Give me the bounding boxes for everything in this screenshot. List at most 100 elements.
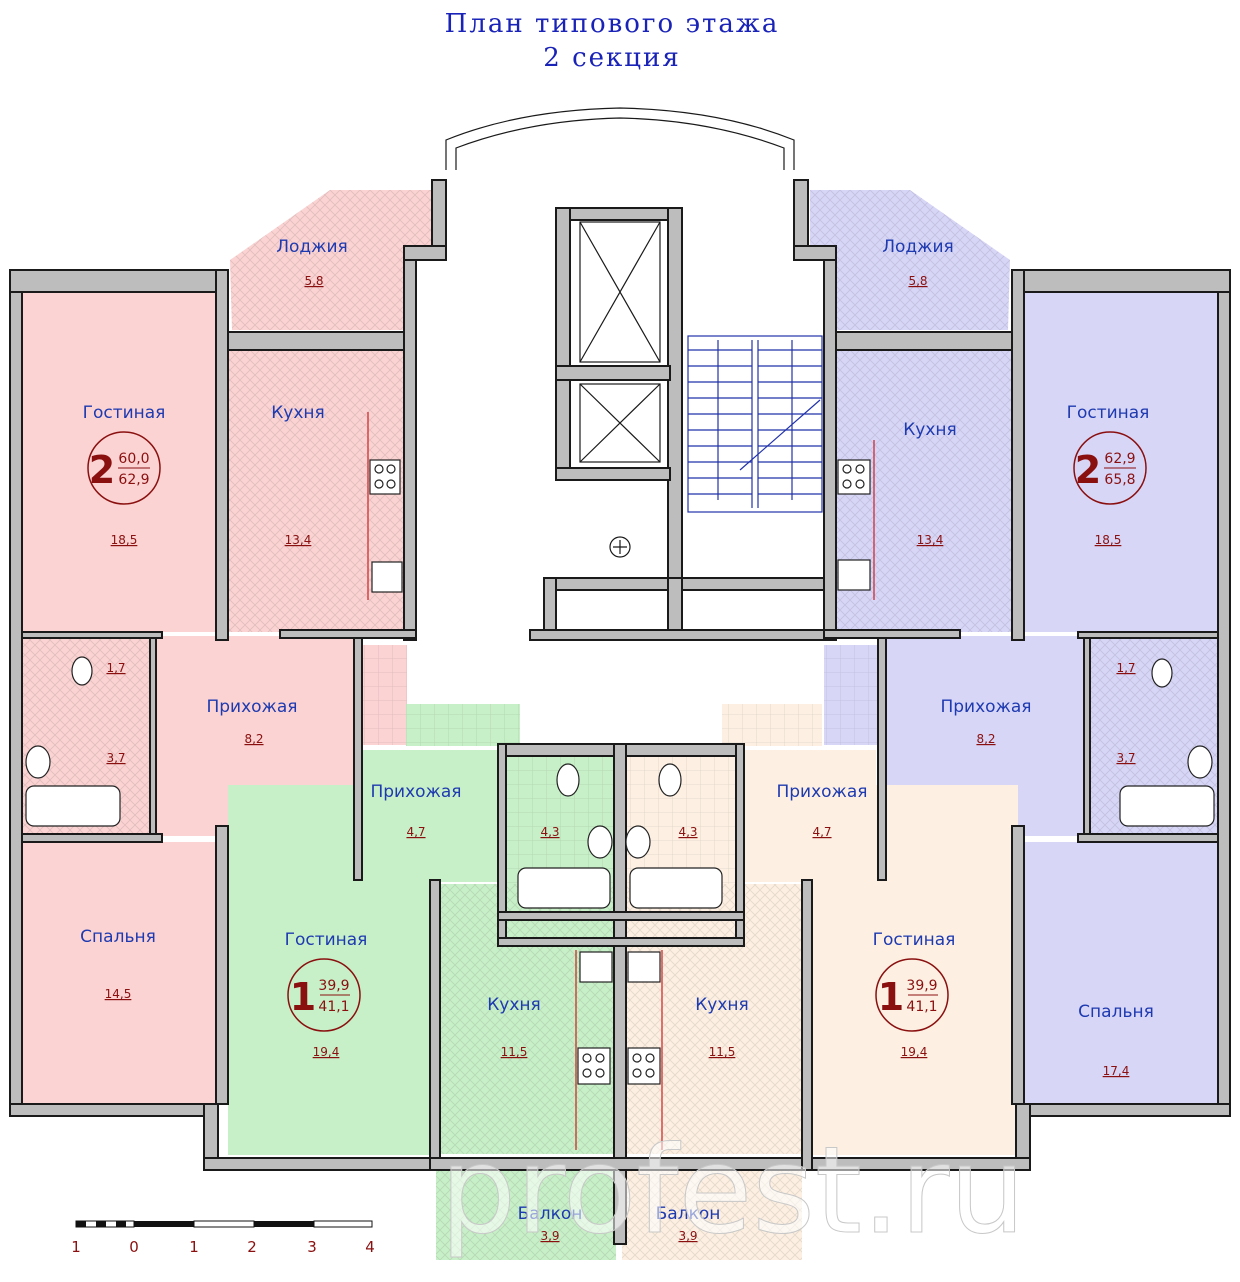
grid-corridor-1r [722, 704, 822, 746]
basin-1l-icon [587, 825, 613, 859]
area-hall-2l: 8,2 [244, 732, 263, 746]
chute-plus-icon [613, 540, 627, 554]
area-balcony-1l: 3,9 [540, 1229, 559, 1243]
hatch-kitchen-1r [626, 884, 802, 1154]
elevator-2-cross [579, 383, 661, 463]
area-living-2r: 18,5 [1095, 533, 1122, 547]
scale-label-1: 0 [129, 1238, 139, 1256]
wall-hall-1r-right [877, 637, 887, 881]
area-loggia-right: 5,8 [908, 274, 927, 288]
fill-living-2r [1024, 292, 1218, 632]
area-kitchen-2l: 13,4 [285, 533, 312, 547]
scale-label-4: 3 [307, 1238, 317, 1256]
wall-bath-bottom-2l [21, 833, 163, 843]
wall-kitchen-1l-left [429, 879, 441, 1171]
area-hall-2r: 8,2 [976, 732, 995, 746]
wall-bath-top-2r [1077, 631, 1219, 639]
wall-elevator-bottom [555, 467, 671, 481]
wall-outer-right [1217, 279, 1231, 1117]
toilet-2r-icon [1151, 658, 1173, 688]
walls [9, 179, 1231, 1245]
wall-hall-top-2l [279, 629, 417, 639]
area-kitchen-1r: 11,5 [709, 1045, 736, 1059]
label-balcony-1l: Балкон [518, 1204, 583, 1224]
apartment-badges: 2 60,0 62,9 2 62,9 65,8 1 39,9 41,1 1 39… [87, 431, 1147, 1032]
wall-living-kitchen-2l [215, 269, 229, 641]
scale-label-3: 2 [247, 1238, 257, 1256]
apt-badge-2l: 2 60,0 62,9 [87, 431, 161, 505]
stair-steps-right [758, 349, 822, 495]
chute-icon [609, 536, 631, 558]
wall-elevator-mid [555, 365, 671, 381]
area-balcony-1r: 3,9 [678, 1229, 697, 1243]
kitchen-risers [367, 412, 875, 1150]
wall-bottom-center [429, 1157, 803, 1171]
stair-arrows [717, 340, 821, 500]
wall-outer-left [9, 279, 23, 1117]
plan-title: План типового этажа [445, 9, 780, 39]
label-kitchen-2r: Кухня [903, 420, 957, 440]
label-hall-2r: Прихожая [940, 697, 1031, 717]
scale-label-0: 1 [71, 1238, 81, 1256]
label-kitchen-1r: Кухня [695, 995, 749, 1015]
bay-window-inner [455, 117, 785, 170]
stove-2l-icon [369, 459, 401, 495]
sink-1l-icon [579, 951, 613, 983]
basin-2r-icon [1187, 745, 1213, 779]
fill-bedroom-2l [22, 842, 216, 1104]
wall-core-right-jog [793, 245, 837, 261]
wall-bath-top-2l [21, 631, 163, 639]
sink-2r-icon [837, 559, 871, 591]
apt-1r-living: 39,9 [906, 978, 937, 994]
apt-1l-rooms: 1 [290, 975, 316, 1019]
wall-hall-1l-left [353, 637, 363, 881]
hatch-loggia-right [810, 190, 1010, 330]
apt-2r-living: 62,9 [1104, 451, 1135, 467]
area-bedroom-2l: 14,5 [105, 987, 132, 1001]
bathtub-2l-icon [25, 785, 121, 827]
label-loggia-right: Лоджия [882, 237, 954, 257]
apt-2l-rooms: 2 [89, 448, 115, 492]
area-hall-1r: 4,7 [812, 825, 831, 839]
watermark: profest.ru [440, 1122, 1025, 1261]
elevator-2 [579, 383, 661, 463]
fill-hall-1l [362, 750, 498, 882]
area-bath-1r: 4,3 [678, 825, 697, 839]
label-living-1r: Гостиная [873, 930, 956, 950]
grid-corridor-2r [824, 645, 878, 745]
wall-kitchen-1r-right [801, 879, 813, 1171]
label-hall-1r: Прихожая [776, 782, 867, 802]
area-bath-1l: 4,3 [540, 825, 559, 839]
wall-kitchen-stair-2r [823, 245, 837, 641]
label-balcony-1r: Балкон [656, 1204, 721, 1224]
wall-elevator-left [555, 207, 571, 477]
label-hall-1l: Прихожая [370, 782, 461, 802]
hatch-loggia-left [230, 190, 432, 330]
wall-bedroom-2r [1011, 825, 1025, 1105]
wall-bath-bottom-2r [1077, 833, 1219, 843]
label-living-1l: Гостиная [285, 930, 368, 950]
wall-bottom-right-a [1021, 1103, 1231, 1117]
hatch-kitchen-1l [440, 884, 616, 1154]
apt-badge-1r: 1 39,9 41,1 [875, 958, 949, 1032]
label-kitchen-2l: Кухня [271, 403, 325, 423]
apt-2l-living: 60,0 [118, 451, 149, 467]
hatch-balcony-1l [436, 1170, 616, 1260]
elevator-1-cross [579, 221, 661, 363]
wall-core-left-jog [403, 245, 447, 261]
wall-top-right [1019, 269, 1231, 293]
bay-window [445, 107, 795, 170]
area-loggia-left: 5,8 [304, 274, 323, 288]
apt-2r-total: 65,8 [1104, 472, 1135, 488]
sink-2l-icon [371, 561, 403, 593]
grid-corridor-1l [406, 704, 520, 746]
apt-1l-total: 41,1 [318, 999, 349, 1015]
elevator-1 [579, 221, 661, 363]
sink-1r-icon [627, 951, 661, 983]
bathtub-2r-icon [1119, 785, 1215, 827]
wall-hall-top-2r [823, 629, 961, 639]
stair-frame [687, 335, 823, 513]
bathtub-1r-icon [629, 867, 723, 909]
label-loggia-left: Лоджия [276, 237, 348, 257]
